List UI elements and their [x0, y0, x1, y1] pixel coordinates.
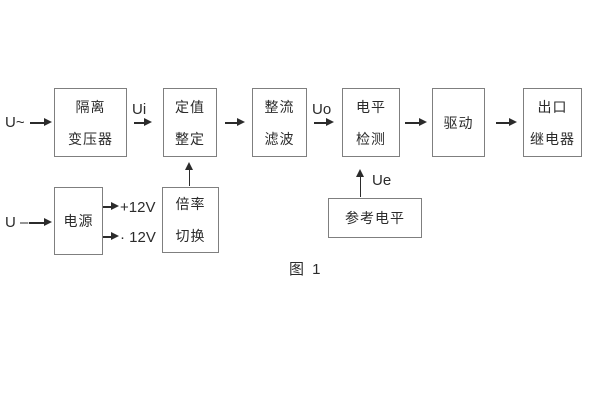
- arrow-dc-input-icon: [29, 218, 52, 227]
- arrow-ratio-to-setting-icon: [185, 162, 194, 186]
- arrow-detect-to-drive-icon: [405, 118, 427, 127]
- block-value-setting: 定值 整定: [163, 88, 217, 157]
- block-isolation-transformer: 隔离 变压器: [54, 88, 127, 157]
- block-level-detect: 电平 检测: [342, 88, 400, 157]
- block-level-detect-line2: 检测: [356, 130, 386, 147]
- block-ratio-switch-line2: 切换: [175, 228, 206, 244]
- block-ratio-switch: 倍率 切换: [162, 187, 219, 253]
- block-rectify-filter-line2: 滤波: [264, 130, 295, 147]
- block-reference-level-label: 参考电平: [345, 210, 405, 226]
- pos-rail-label: +12V: [120, 199, 156, 216]
- arrow-reference-to-detect-icon: [356, 169, 365, 197]
- block-reference-level: 参考电平: [328, 198, 422, 238]
- block-value-setting-line2: 整定: [175, 130, 205, 147]
- neg-rail-label: · 12V: [120, 229, 156, 246]
- arrow-rectifier-to-detect-icon: [314, 118, 334, 127]
- block-output-relay-line2: 继电器: [530, 130, 575, 147]
- signal-ue-label: Ue: [372, 172, 392, 189]
- arrow-transformer-to-setting-icon: [134, 118, 152, 127]
- block-ratio-switch-line1: 倍率: [175, 196, 206, 212]
- block-power: 电源: [54, 187, 103, 255]
- arrow-ac-input-icon: [30, 118, 52, 127]
- block-value-setting-line1: 定值: [175, 98, 205, 115]
- signal-ui-label: Ui: [132, 101, 147, 118]
- figure-caption: 图 1: [289, 261, 323, 278]
- arrow-pos-rail-icon: [103, 202, 119, 211]
- block-output-relay: 出口 继电器: [523, 88, 582, 157]
- block-drive: 驱动: [432, 88, 485, 157]
- block-isolation-transformer-line1: 隔离: [75, 98, 106, 115]
- arrow-drive-to-relay-icon: [496, 118, 517, 127]
- block-isolation-transformer-line2: 变压器: [68, 130, 113, 147]
- ac-input-label: U~: [5, 114, 25, 131]
- arrow-setting-to-rectifier-icon: [225, 118, 245, 127]
- block-drive-label: 驱动: [443, 114, 474, 131]
- arrow-neg-rail-icon: [103, 232, 119, 241]
- block-power-label: 电源: [63, 213, 94, 229]
- dc-input-label: U –: [5, 214, 29, 231]
- block-level-detect-line1: 电平: [356, 98, 386, 115]
- block-output-relay-line1: 出口: [537, 98, 568, 115]
- block-rectify-filter: 整流 滤波: [252, 88, 307, 157]
- signal-uo-label: Uo: [312, 101, 332, 118]
- block-rectify-filter-line1: 整流: [264, 98, 295, 115]
